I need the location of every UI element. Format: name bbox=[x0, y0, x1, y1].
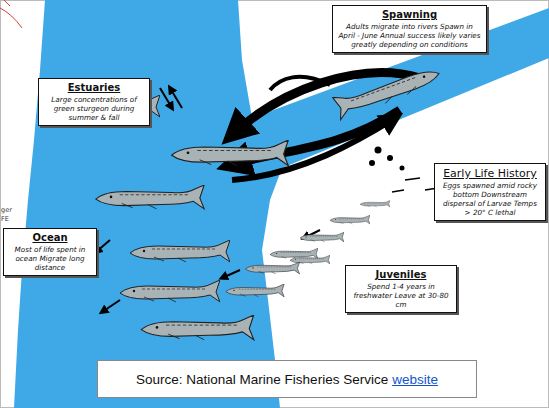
box-heading: Ocean bbox=[8, 232, 92, 244]
stage-box: SpawningAdults migrate into rivers Spawn… bbox=[332, 5, 487, 53]
map-fragment: ger bbox=[1, 206, 12, 214]
box-text: website bbox=[392, 372, 438, 387]
box-heading: Early Life History bbox=[439, 167, 541, 180]
box-heading: Source: National Marine Fisheries Servic… bbox=[136, 372, 388, 387]
box-heading: Juveniles bbox=[350, 269, 452, 281]
stage-box: EstuariesLarge concentrations of green s… bbox=[38, 78, 150, 126]
stage-box: JuvenilesSpend 1-4 years in freshwater L… bbox=[345, 265, 457, 313]
box-text: Eggs spawned amid rocky bottom Downstrea… bbox=[439, 181, 541, 217]
box-text: Spend 1-4 years in freshwater Leave at 3… bbox=[350, 282, 452, 309]
box-heading: Estuaries bbox=[43, 82, 145, 94]
stage-box: OceanMost of life spent in ocean Migrate… bbox=[3, 228, 97, 276]
box-text: Adults migrate into rivers Spawn in Apri… bbox=[337, 22, 482, 49]
box-text: Most of life spent in ocean Migrate long… bbox=[8, 245, 92, 272]
source-box: Source: National Marine Fisheries Servic… bbox=[97, 360, 477, 398]
stage-box: Early Life HistoryEggs spawned amid rock… bbox=[434, 163, 546, 221]
box-text: Large concentrations of green sturgeon d… bbox=[43, 95, 145, 122]
map-fragment: FE bbox=[1, 215, 9, 223]
box-heading: Spawning bbox=[337, 9, 482, 21]
